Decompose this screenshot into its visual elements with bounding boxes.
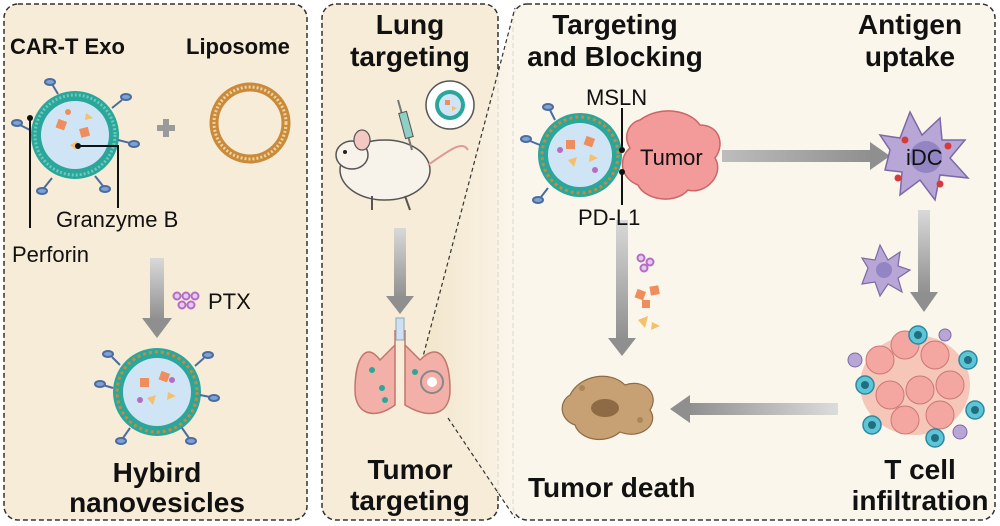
down-arrow-panel2 [386, 228, 414, 314]
down-arrow-to-tcell [910, 210, 938, 312]
targeting-blocking-line2: and Blocking [527, 41, 703, 72]
msln-label: MSLN [586, 85, 648, 110]
tumor-targeting-line2: targeting [350, 485, 470, 516]
released-payload-icon [634, 253, 660, 330]
dead-tumor-icon [561, 375, 654, 441]
plus-icon [157, 119, 175, 137]
cart-exo-title: CAR-T Exo [10, 34, 125, 59]
granzyme-callout-line [78, 145, 119, 208]
antigen-uptake-line1: Antigen [857, 9, 963, 40]
idc-label: iDC [906, 145, 943, 170]
tcell-title-line1: T cell [884, 454, 956, 485]
tumor-cell-icon [621, 110, 721, 200]
lung-targeting-line1: Lung [375, 9, 445, 40]
perforin-label: Perforin [12, 242, 90, 267]
right-arrow-to-idc [722, 142, 890, 170]
lung-targeting-line2: targeting [350, 41, 470, 72]
tumor-death-title: Tumor death [528, 472, 696, 503]
pdl1-dot [619, 169, 625, 175]
down-arrow-to-tumor-death [608, 220, 636, 356]
mouse-icon [335, 129, 469, 211]
hybrid-title-line2: nanovesicles [69, 487, 245, 518]
targeting-vesicle-icon [520, 103, 622, 204]
targeting-blocking-line1: Targeting [552, 9, 678, 40]
zoom-line-top [419, 7, 516, 369]
zoom-line-bottom [447, 417, 516, 519]
granzyme-label: Granzyme B [56, 207, 179, 232]
down-arrow-panel1 [142, 258, 172, 338]
cart-exo-vesicle-icon [11, 78, 140, 195]
idc-cell-icon [878, 110, 970, 202]
liposome-icon [209, 82, 291, 164]
lungs-icon [354, 317, 451, 415]
liposome-title: Liposome [186, 34, 290, 59]
syringe-icon [397, 99, 414, 151]
hybrid-title-line1: Hybird [112, 457, 202, 488]
tcell-title-line2: infiltration [851, 485, 989, 516]
tcell-infiltration-cluster-icon [847, 325, 985, 448]
ptx-label: PTX [208, 289, 251, 314]
small-dc-icon [860, 243, 912, 298]
pdl1-label: PD-L1 [578, 205, 641, 230]
injection-vesicle-inset-icon [425, 80, 475, 130]
ptx-molecule-icon [172, 291, 200, 310]
left-arrow-to-tumor-death [670, 395, 838, 423]
msln-dot [619, 147, 625, 153]
antigen-uptake-line2: uptake [864, 41, 956, 72]
hybrid-nanovesicle-icon [94, 348, 220, 445]
tumor-label: Tumor [640, 145, 703, 170]
tumor-targeting-line1: Tumor [367, 454, 453, 485]
